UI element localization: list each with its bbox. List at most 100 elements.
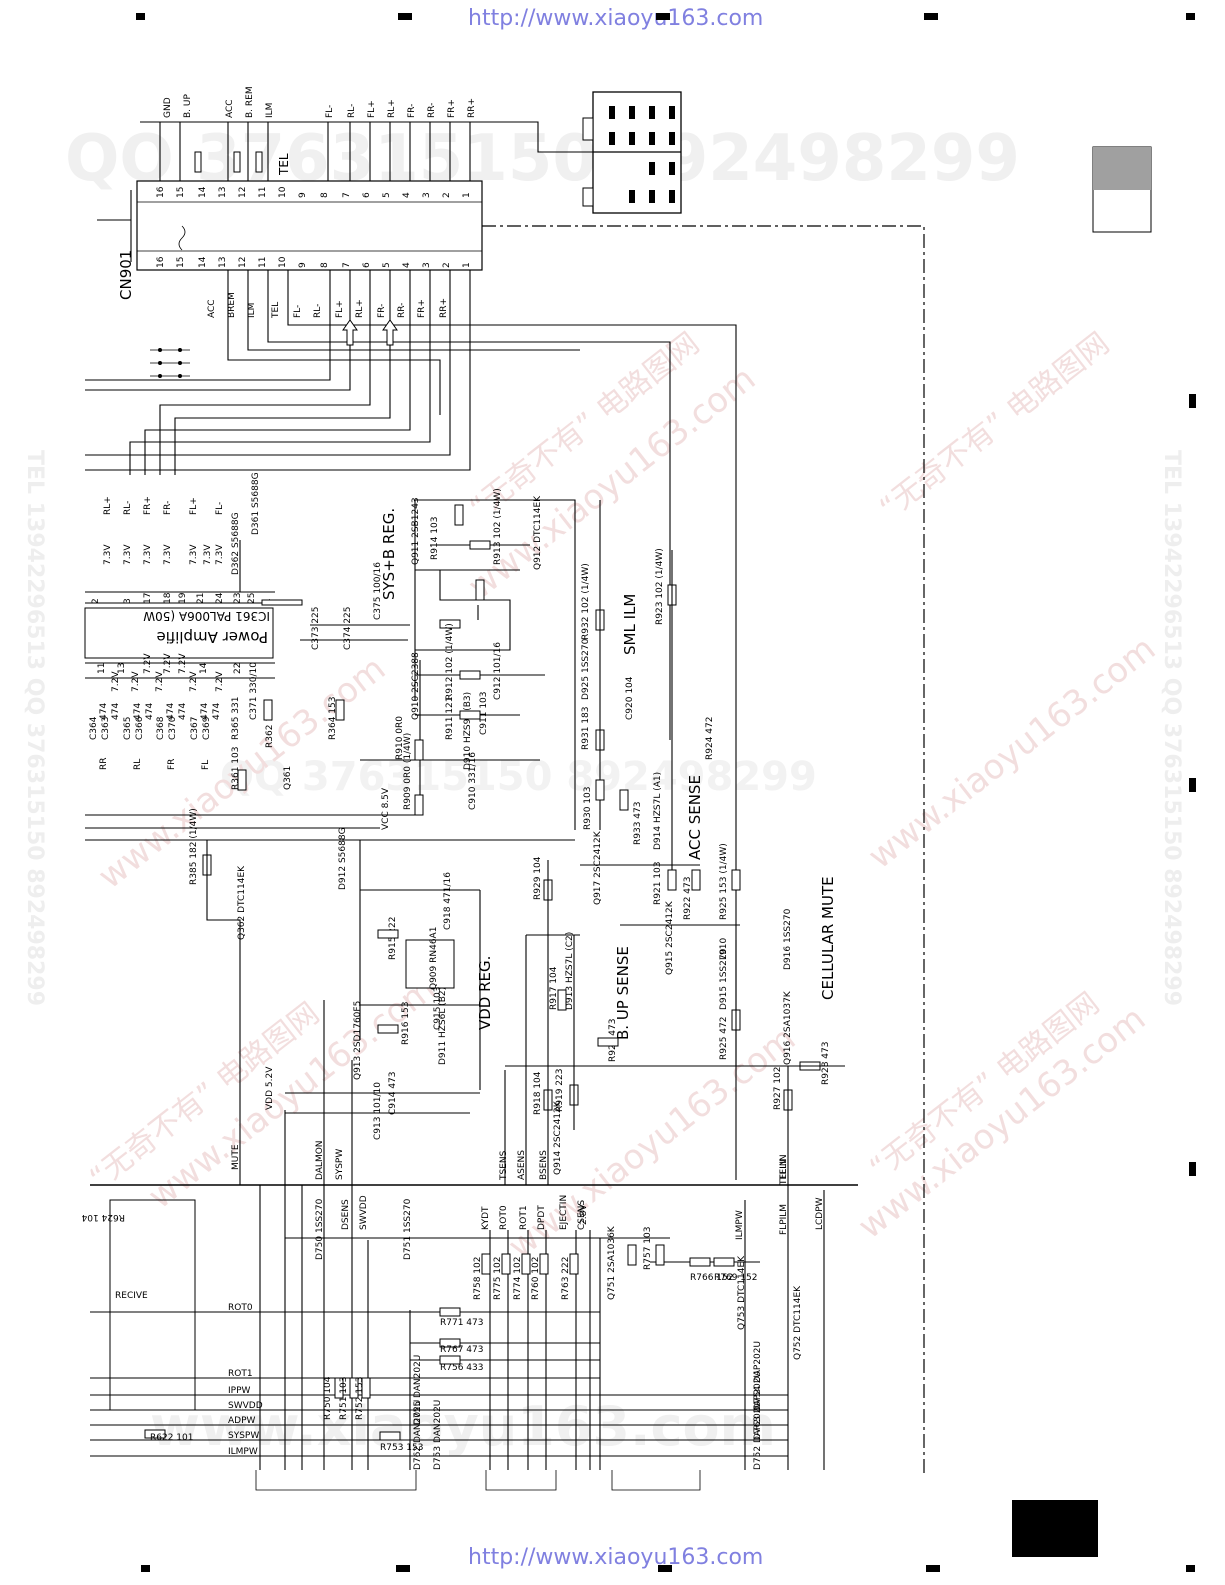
r774-label: R774 102 — [513, 1257, 523, 1300]
amp-cap-value: 474 — [99, 703, 109, 720]
d751-label: D751 1SS270 — [403, 1198, 413, 1260]
connector-top-signal: RL+ — [387, 99, 397, 118]
amp-voltage: 7.3V — [203, 544, 213, 565]
lower-left-signal: ROT1 — [228, 1369, 253, 1379]
c910-label: C910 331/16 — [468, 752, 478, 810]
amp-cap-label: C364 — [89, 716, 99, 740]
lower-signal-label: KYDT — [481, 1206, 491, 1230]
amp-channel-label: RR — [99, 757, 109, 770]
connector-bottom-pin: 1 — [462, 262, 472, 268]
q911-label: Q911 2SB1243 — [411, 497, 421, 565]
watermark-site-3: www.xiaoyu163.com — [861, 629, 1163, 877]
connector-top-pin: 12 — [238, 187, 248, 198]
vdd-title: VDD REG. — [476, 956, 494, 1030]
connector-bottom-pin: 16 — [156, 256, 166, 268]
r766-label: R766 152 — [690, 1273, 733, 1283]
c374-label: C374 225 — [343, 606, 353, 650]
r771-label: R771 473 — [440, 1318, 483, 1328]
sml-title: SML ILM — [621, 594, 639, 655]
bus-signal-label: BSENS — [539, 1150, 549, 1180]
r922-label: R922 473 — [683, 877, 693, 920]
page-number-block — [1012, 1500, 1098, 1557]
d762-label: D762 DAN202U — [413, 1400, 423, 1470]
amp-output-label: FL- — [215, 502, 225, 515]
connector-bottom-pin: 12 — [238, 257, 248, 268]
reg-mark — [1186, 1565, 1195, 1572]
r929-label: R929 104 — [533, 856, 543, 900]
connector-bottom-pin: 6 — [362, 262, 372, 268]
connector-top-signal: ACC — [225, 99, 235, 118]
amp-output-label: FR+ — [143, 496, 153, 515]
lower-signal-label: ROT1 — [519, 1205, 529, 1230]
lower-signal-label: SWVDD — [359, 1195, 369, 1230]
connector-top-pin: 14 — [198, 186, 208, 198]
connector-bottom-pin: 7 — [342, 262, 352, 268]
bup-title: B. UP SENSE — [614, 946, 632, 1040]
amp-output-label: RL- — [123, 501, 133, 515]
connector-bottom-pin: 13 — [218, 257, 228, 268]
reg-mark — [398, 13, 412, 20]
r753-label: R753 153 — [380, 1443, 423, 1453]
c912-label: C912 101/16 — [493, 642, 503, 700]
csens-voltage: 2.8V — [579, 1204, 589, 1225]
q913-label: Q913 2SD1760F5 — [353, 1001, 363, 1080]
reg-mark — [926, 1565, 940, 1572]
connector-bottom-pin: 14 — [198, 256, 208, 268]
c911-label: C911 103 — [479, 691, 489, 735]
c375-label: C375 100/16 — [373, 562, 383, 620]
r911-label: R911 121 — [445, 697, 455, 740]
amp-voltage-72: 7.2V — [215, 671, 225, 692]
amp-output-label: FL+ — [189, 497, 199, 515]
amp-voltage: 7.3V — [143, 544, 153, 565]
connector-top-pin: 1 — [462, 192, 472, 198]
connector-top-pin: 3 — [422, 192, 432, 198]
tel-label: TEL — [277, 153, 291, 176]
r925a-label: R925 153 (1/4W) — [719, 843, 729, 920]
d911-label: D911 HZS6L (B2) — [438, 987, 448, 1065]
d925-label: D925 1SS270 — [581, 638, 591, 700]
connector-bottom-pin: 8 — [320, 262, 330, 268]
amp-pin-top: 24 — [215, 592, 225, 604]
q917-label: Q917 2SC2412K — [593, 830, 603, 905]
r385-label: R385 182 (1/4W) — [189, 808, 199, 885]
amp-pin-top: 23 — [233, 593, 243, 604]
amp-title: Power Amplifie — [156, 628, 268, 646]
lower-left-signal: SYSPW — [228, 1431, 259, 1441]
amp-cap-label: C365 — [123, 717, 133, 740]
bus-signal-label: SYSPW — [335, 1149, 345, 1180]
r760-label: R760 102 — [531, 1257, 541, 1300]
amp-cap-label: C369 — [202, 716, 212, 740]
amp-output-label: RL+ — [103, 496, 113, 515]
amp-voltage: 7.3V — [189, 544, 199, 565]
mute-circuit: R385 182 (1/4W) Q362 DTC114EK MUTE — [189, 808, 247, 1185]
connector-top-signal: FL+ — [367, 100, 377, 118]
l910-label: L910 — [719, 938, 729, 960]
q914-label: Q914 2SC2412K — [553, 1100, 563, 1175]
recive-label: RECIVE — [115, 1291, 148, 1301]
bus-signal-label: DALMON — [315, 1140, 325, 1180]
connector-bottom-signal: FL+ — [335, 300, 345, 318]
q916-label: Q916 2SA1037K — [783, 990, 793, 1065]
d916-label: D916 1SS270 — [783, 908, 793, 970]
d752-label: D752 DAP202U — [753, 1401, 763, 1470]
r750-label: R750 104 — [323, 1376, 333, 1420]
watermark-tel-left: TEL 13942296513 QQ 376315150 892498299 — [22, 450, 47, 1006]
connector-top-pin: 6 — [362, 192, 372, 198]
amp-cap-value: 474 — [133, 703, 143, 720]
c915-label: C915 103 — [433, 986, 443, 1030]
r752-label: R752 153 — [355, 1377, 365, 1420]
connector-top-signal: FL- — [325, 105, 335, 118]
bus-signal-label: TELIN — [779, 1154, 789, 1181]
amp-cap-value: 474 — [178, 703, 188, 720]
connector-bottom-signal: TEL — [271, 302, 281, 319]
r912-label: R912 102 (1/4W) — [445, 623, 455, 700]
q912-label: Q912 DTC114EK — [533, 495, 543, 570]
amp-pin-bottom: 13 — [117, 663, 127, 674]
r763-label: R763 222 — [561, 1257, 571, 1300]
watermark-qq-mid: QQ 376315150 892498299 — [220, 754, 817, 800]
amp-channel-label: RL — [133, 759, 143, 770]
watermark-site-5: www.xiaoyu163.com — [851, 999, 1153, 1247]
